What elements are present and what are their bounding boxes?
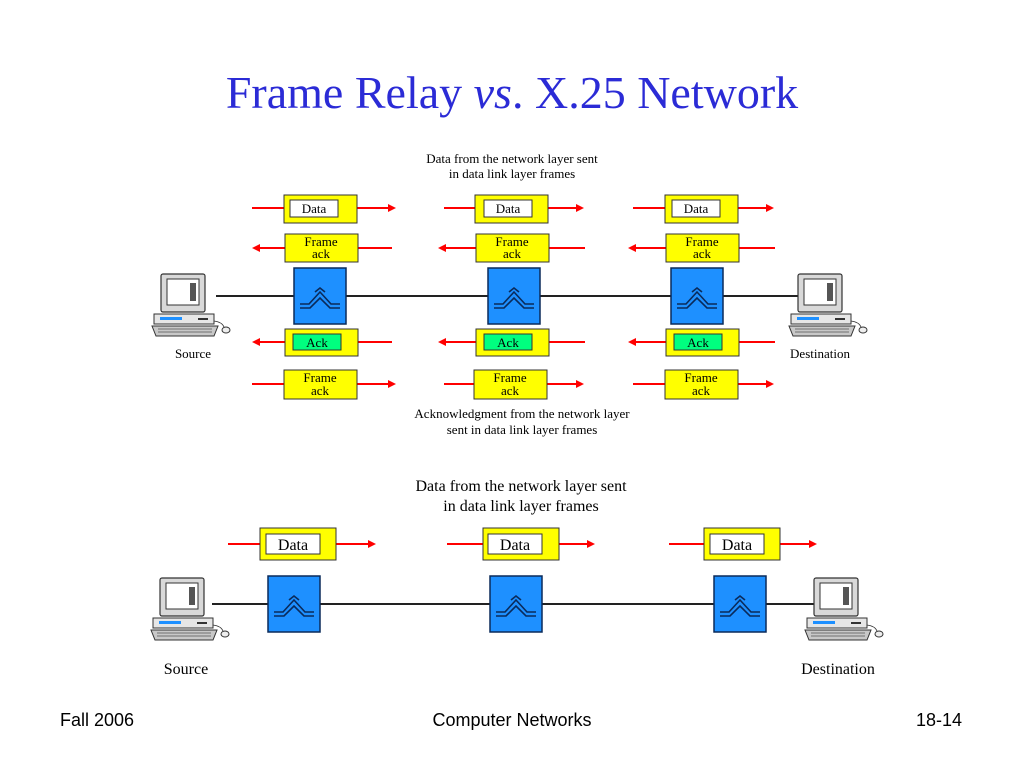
footer-center: Computer Networks — [432, 710, 592, 730]
frame-ack-line1: Frame — [304, 234, 337, 249]
frame-ack-line1: Frame — [493, 370, 526, 385]
switch-icon — [670, 267, 724, 325]
top-caption-line1: Data from the network layer sent — [426, 151, 598, 166]
switch-icon — [293, 267, 347, 325]
switch-icon — [487, 267, 541, 325]
switch-icon — [489, 575, 543, 633]
source-label: Source — [164, 661, 208, 678]
bottom-diagram: Data from the network layer sent in data… — [150, 478, 884, 678]
top-frame-ack-row-2: Frame ack Frame ack Frame ack — [252, 369, 774, 400]
ack-label: Ack — [497, 335, 519, 350]
frame-ack-line1: Frame — [495, 234, 528, 249]
switch-icon — [713, 575, 767, 633]
footer-left: Fall 2006 — [60, 710, 135, 730]
destination-label: Destination — [801, 661, 875, 678]
computer-icon — [804, 577, 884, 641]
computer-icon — [151, 273, 231, 337]
frame-ack-line2: ack — [693, 246, 712, 261]
frame-ack-line2: ack — [501, 383, 520, 398]
data-label-4: Data — [278, 537, 308, 554]
bottom-caption-line2: in data link layer frames — [443, 498, 599, 515]
frame-ack-line1: Frame — [303, 370, 336, 385]
top-diagram: Data from the network layer sent in data… — [151, 151, 868, 437]
data-label-6: Data — [722, 537, 752, 554]
computer-icon — [150, 577, 230, 641]
computer-icon — [788, 273, 868, 337]
top-frame-ack-row-1: Frame ack Frame ack Frame ack — [252, 233, 775, 263]
ack-label: Ack — [687, 335, 709, 350]
ack-label: Ack — [306, 335, 328, 350]
footer-right: 18-14 — [915, 710, 962, 730]
frame-ack-line2: ack — [503, 246, 522, 261]
data-label-2: Data — [496, 201, 521, 216]
switch-icon — [267, 575, 321, 633]
frame-ack-line1: Frame — [685, 234, 718, 249]
bottom-data-row: Data Data Data — [228, 527, 817, 561]
source-label: Source — [175, 346, 211, 361]
slide-title: Frame Relay vs. X.25 Network — [225, 67, 799, 118]
data-label-1: Data — [302, 201, 327, 216]
frame-ack-line2: ack — [312, 246, 331, 261]
top-ack-row: Ack Ack Ack — [252, 328, 775, 357]
frame-ack-line2: ack — [311, 383, 330, 398]
bottom-caption-line1: Data from the network layer sent — [415, 478, 627, 495]
data-label-3: Data — [684, 201, 709, 216]
frame-ack-line2: ack — [692, 383, 711, 398]
top-caption-line2: in data link layer frames — [449, 166, 575, 181]
top-ack-caption-line2: sent in data link layer frames — [447, 422, 598, 437]
frame-ack-line1: Frame — [684, 370, 717, 385]
data-label-5: Data — [500, 537, 530, 554]
top-ack-caption-line1: Acknowledgment from the network layer — [414, 406, 630, 421]
destination-label: Destination — [790, 346, 850, 361]
top-data-row: Data Data Data — [252, 194, 774, 224]
